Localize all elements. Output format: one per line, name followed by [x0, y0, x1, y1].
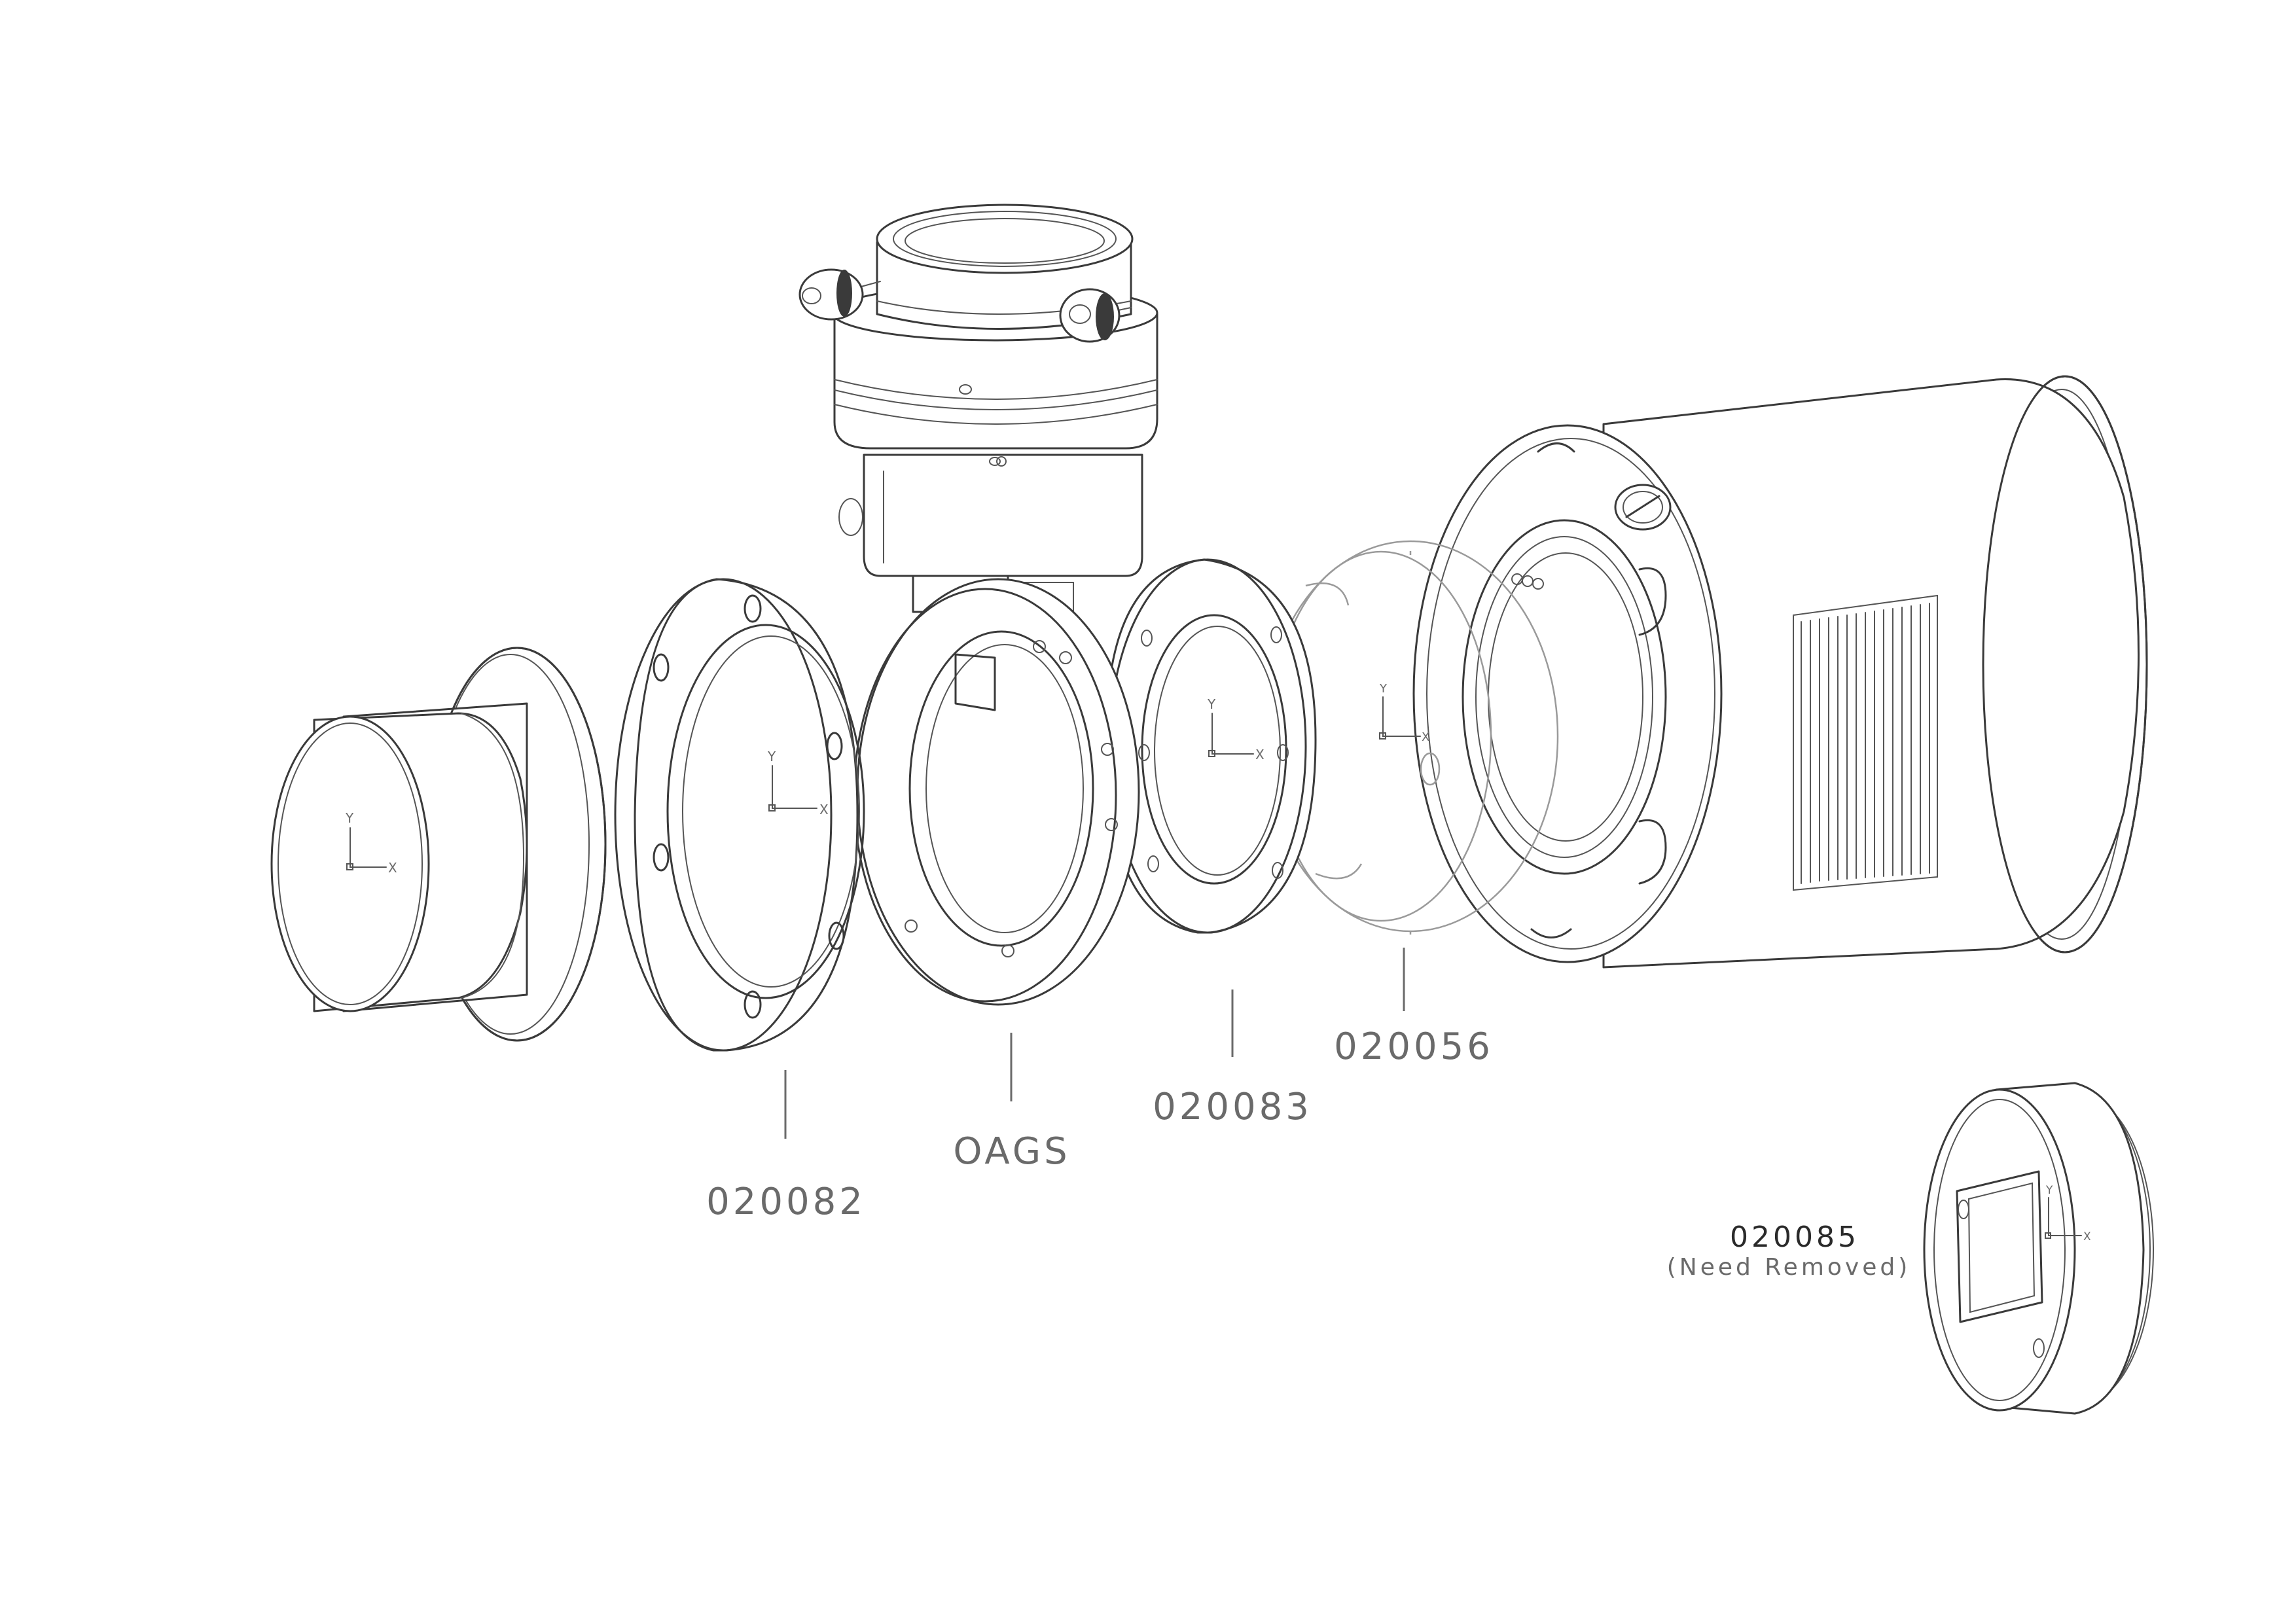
axis-marker-ring-020056: Y X: [1379, 682, 1433, 744]
camera-body: [1412, 375, 2148, 969]
off-axis-guider: [798, 204, 1158, 1006]
bolt-holes: [1138, 626, 1289, 879]
flange-bolt-holes: [653, 594, 845, 1019]
axis-x-label: X: [1255, 747, 1268, 762]
callout-020083: 020083: [1153, 990, 1312, 1128]
slotted-screw-icon: [1614, 484, 1672, 531]
axis-marker-adapter: Y X: [345, 810, 401, 876]
callout-020056: 020056: [1334, 948, 1494, 1068]
knurled-thumb-screw-icon: [798, 268, 881, 321]
axis-x-label: X: [1422, 730, 1433, 744]
axis-marker-flange: Y X: [767, 749, 832, 817]
axis-x-label: X: [819, 802, 832, 817]
callout-oags: OAGS: [953, 1033, 1070, 1173]
callout-020082: 020082: [706, 1070, 866, 1223]
axis-y-label: Y: [2045, 1184, 2056, 1197]
callout-020085: 020085 (Need Removed): [1667, 1221, 1911, 1281]
part-number-label: 020083: [1153, 1086, 1312, 1128]
part-number-label: OAGS: [953, 1130, 1070, 1173]
part-number-label: 020082: [706, 1181, 866, 1223]
part-note-label: (Need Removed): [1667, 1254, 1911, 1281]
axis-y-label: Y: [1379, 682, 1390, 696]
flange-ring-020083: [1105, 558, 1317, 934]
axis-y-label: Y: [767, 749, 779, 764]
axis-y-label: Y: [1207, 696, 1219, 712]
axis-x-label: X: [388, 860, 401, 876]
axis-y-label: Y: [345, 810, 357, 826]
oag-holes: [905, 640, 1118, 957]
nosepiece-adapter: [270, 647, 607, 1042]
axis-marker-ring-020083: Y X: [1207, 696, 1268, 762]
cooling-fins: [1793, 594, 1938, 891]
axis-x-label: X: [2083, 1230, 2094, 1243]
part-number-label: 020085: [1730, 1221, 1859, 1254]
flange-020082: [614, 578, 865, 1052]
tilt-plate-020085: [1923, 1082, 2154, 1415]
part-number-label: 020056: [1334, 1026, 1494, 1068]
axis-marker-tilt-plate: Y X: [2045, 1184, 2094, 1243]
knurled-thumb-screw-icon: [1059, 288, 1132, 343]
